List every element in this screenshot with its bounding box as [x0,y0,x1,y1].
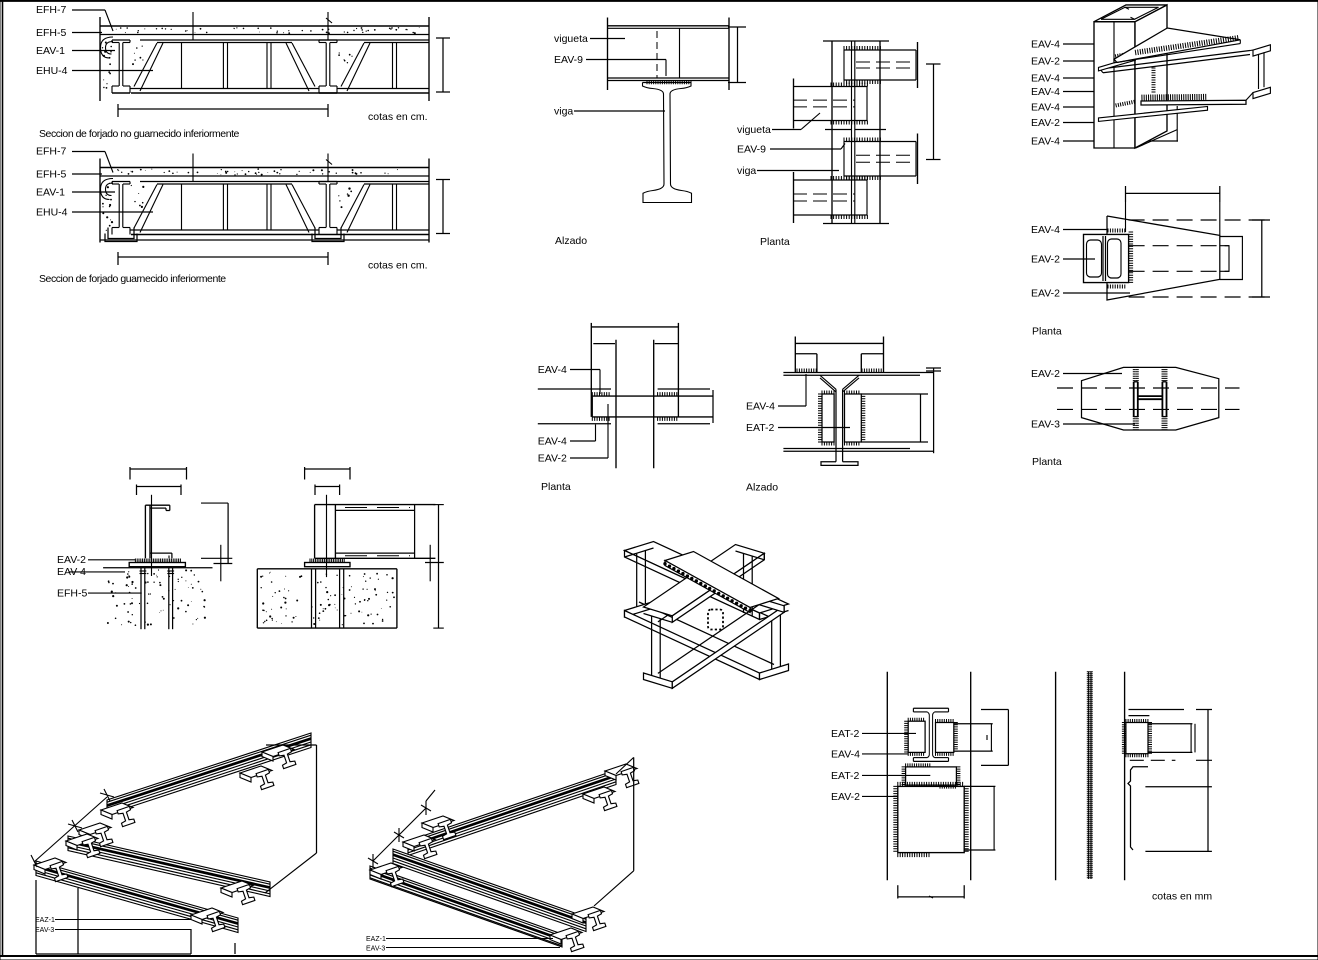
svg-text:EAV-2: EAV-2 [1031,56,1060,68]
svg-text:EAV-4: EAV-4 [1031,86,1060,98]
svg-text:cotas en cm.: cotas en cm. [368,111,428,123]
svg-text:EFH-5: EFH-5 [57,588,87,600]
svg-text:viga: viga [554,106,573,118]
svg-text:EAV-4: EAV-4 [1031,224,1060,236]
svg-text:EAT-2: EAT-2 [831,770,860,782]
svg-text:EAV-4: EAV-4 [538,364,567,376]
svg-text:EAV-2: EAV-2 [831,791,860,803]
svg-text:Alzado: Alzado [555,235,587,247]
svg-text:Seccion de forjado guarnecido: Seccion de forjado guarnecido inferiorme… [39,273,226,285]
svg-text:EAV-3: EAV-3 [35,927,54,934]
svg-text:EAV-4: EAV-4 [538,436,567,448]
svg-text:EAV-4: EAV-4 [1031,102,1060,114]
svg-text:viga: viga [737,165,756,177]
svg-text:EAV-1: EAV-1 [36,45,65,57]
svg-text:Planta: Planta [1032,326,1062,338]
svg-text:EAT-2: EAT-2 [746,422,775,434]
svg-text:EAV-2: EAV-2 [57,554,86,566]
svg-text:vigueta: vigueta [737,124,771,136]
svg-text:EAV-1: EAV-1 [36,187,65,199]
svg-text:Planta: Planta [760,236,790,248]
svg-text:EFH-5: EFH-5 [36,169,66,181]
svg-text:EAV-4: EAV-4 [1031,39,1060,51]
svg-text:EHU-4: EHU-4 [36,207,68,219]
svg-text:EFH-5: EFH-5 [36,27,66,39]
svg-text:Planta: Planta [541,481,571,493]
svg-text:EAV-9: EAV-9 [737,144,766,156]
svg-text:vigueta: vigueta [554,33,588,45]
svg-text:EAV-2: EAV-2 [1031,254,1060,266]
svg-text:EAV-2: EAV-2 [1031,117,1060,129]
svg-text:EAV-4: EAV-4 [1031,136,1060,148]
svg-text:EAZ-1: EAZ-1 [35,917,55,924]
svg-text:EAV-2: EAV-2 [1031,368,1060,380]
svg-text:Seccion de forjado no guarneci: Seccion de forjado no guarnecido inferio… [39,128,240,140]
svg-text:EHU-4: EHU-4 [36,65,68,77]
svg-text:EAV-3: EAV-3 [366,946,385,953]
svg-text:EAV-4: EAV-4 [746,401,775,413]
svg-text:EAV-3: EAV-3 [1031,419,1060,431]
svg-text:Planta: Planta [1032,456,1062,468]
svg-text:EAV-2: EAV-2 [538,453,567,465]
svg-text:cotas en cm.: cotas en cm. [368,260,428,272]
svg-text:EAZ-1: EAZ-1 [366,936,386,943]
svg-text:cotas en mm: cotas en mm [1152,891,1212,903]
svg-text:EAV-4: EAV-4 [831,749,860,761]
svg-text:EFH-7: EFH-7 [36,4,66,16]
svg-text:EAV-9: EAV-9 [554,54,583,66]
svg-text:EAV-2: EAV-2 [1031,288,1060,300]
svg-text:EFH-7: EFH-7 [36,146,66,158]
svg-text:Alzado: Alzado [746,482,778,494]
svg-text:EAT-2: EAT-2 [831,728,860,740]
svg-text:EAV-4: EAV-4 [1031,73,1060,85]
